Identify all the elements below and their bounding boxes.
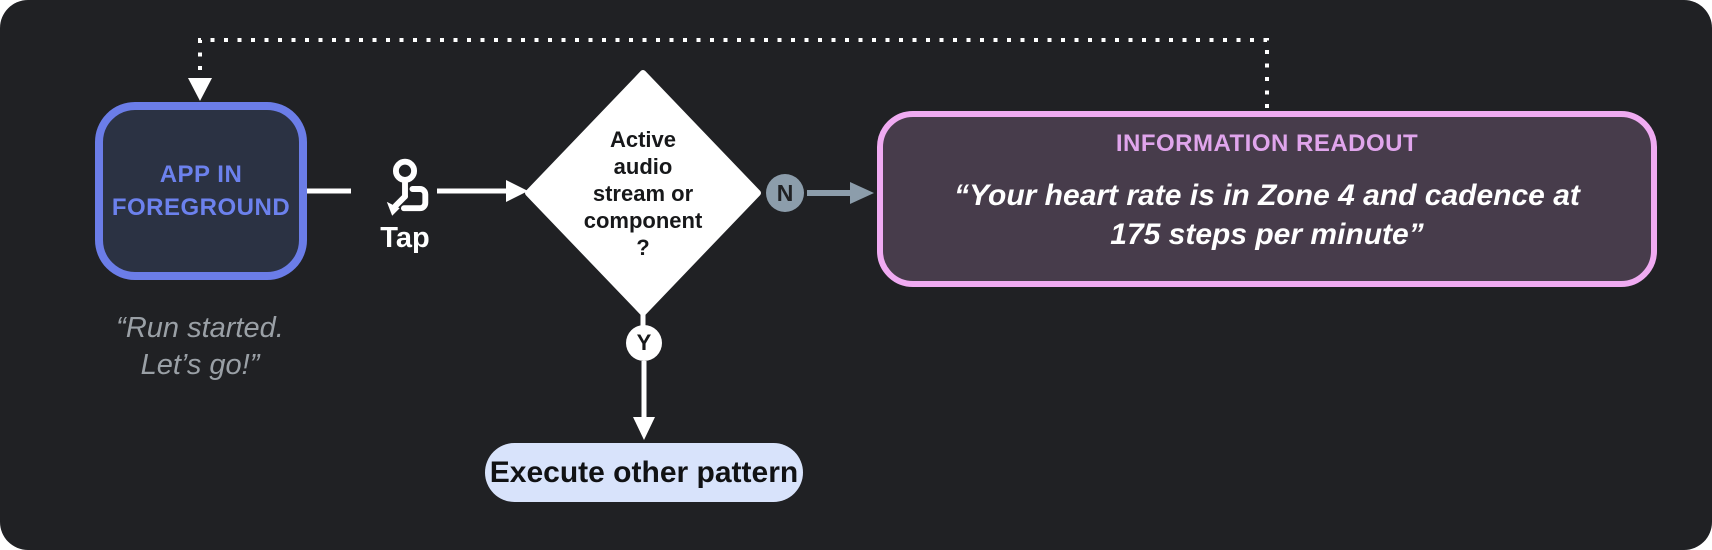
- yes-branch-badge: Y: [626, 325, 662, 361]
- information-readout-quote: “Your heart rate is in Zone 4 and cadenc…: [954, 179, 1580, 251]
- tap-gesture-icon: [386, 158, 429, 216]
- decision-label: Active audio stream or component ?: [583, 126, 703, 260]
- feedback-dotted-connector: [198, 38, 1269, 108]
- app-start-quote: “Run started. Let’s go!”: [116, 312, 284, 381]
- information-readout-title: INFORMATION READOUT: [1115, 130, 1419, 157]
- app-in-foreground-label: APP IN FOREGROUND: [111, 161, 291, 221]
- yes-to-execute-arrowhead-icon: [633, 417, 655, 440]
- no-branch-badge: N: [766, 174, 804, 212]
- app-in-foreground-node: APP IN FOREGROUND: [95, 102, 307, 280]
- tap-label: Tap: [380, 222, 430, 254]
- no-to-readout-arrowhead-icon: [850, 182, 874, 204]
- information-readout-node: INFORMATION READOUT “Your heart rate is …: [877, 111, 1657, 287]
- execute-other-pattern-label: Execute other pattern: [489, 455, 799, 489]
- feedback-arrowhead-icon: [188, 78, 212, 101]
- execute-other-pattern-node: Execute other pattern: [485, 443, 803, 502]
- tap-to-decision-arrowhead-icon: [506, 180, 528, 202]
